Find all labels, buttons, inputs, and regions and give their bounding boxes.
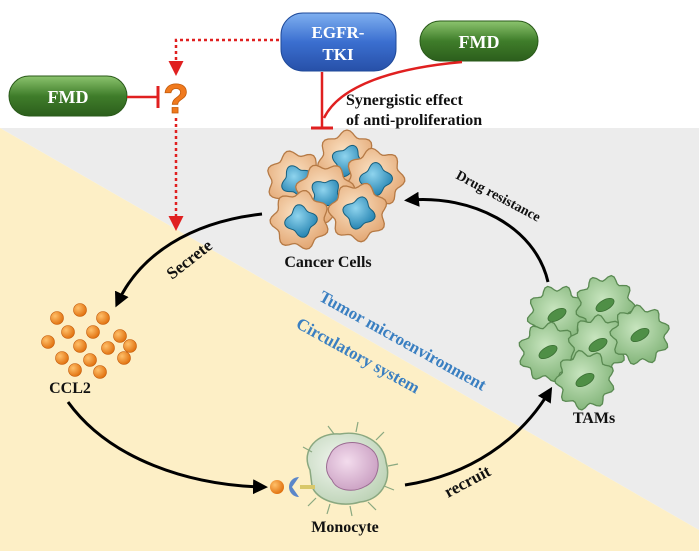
- monocyte-label: Monocyte: [311, 519, 379, 536]
- inhibition-lines: [127, 38, 463, 231]
- synergistic-effect-line1: Synergistic effect: [346, 92, 464, 109]
- cancer-cells-cluster: [267, 129, 406, 250]
- ccl2-molecule: [83, 353, 97, 367]
- cancer-cell: [327, 182, 388, 243]
- ccl2-molecule: [123, 339, 137, 353]
- egfr-tki-label-line1: EGFR-: [312, 23, 365, 42]
- ccl2-molecule: [117, 351, 131, 365]
- monocyte-cell: [302, 421, 399, 517]
- ccl2-molecule: [86, 325, 100, 339]
- ccl2-molecule: [55, 351, 69, 365]
- secrete-arrow: [115, 212, 263, 308]
- drug-resistance-arrow: [404, 191, 550, 283]
- fmd-top-pill: FMD: [419, 20, 539, 62]
- dotted-egfr-to-question-arrow: [168, 38, 279, 76]
- ccl2-molecule: [96, 311, 110, 325]
- fmd-left-pill: FMD: [8, 75, 128, 117]
- ccr2-receptor-icon: [289, 477, 299, 497]
- circulatory-region: [0, 128, 699, 551]
- egfr-tki-label-line2: TKI: [322, 45, 354, 64]
- ccl2-molecule: [101, 341, 115, 355]
- ccl2-molecule: [93, 365, 107, 379]
- ccl2-molecule: [50, 311, 64, 325]
- ccl2-molecule: [68, 363, 82, 377]
- tam-cell: [554, 349, 615, 411]
- ccl2-ligand-icon: [270, 480, 284, 494]
- tam-cell: [609, 304, 670, 366]
- fmd-left-label: FMD: [48, 87, 89, 107]
- ccl2-molecule: [73, 339, 87, 353]
- recruit-arrow: [404, 386, 553, 487]
- ccl2-molecule: [73, 303, 87, 317]
- fmd-top-curve-line: [322, 60, 463, 119]
- cancer-cells-label: Cancer Cells: [284, 254, 371, 271]
- fmd-top-label: FMD: [459, 32, 500, 52]
- ccl2-molecule: [41, 335, 55, 349]
- ccl2-molecules: [41, 303, 137, 379]
- ccl2-molecule: [113, 329, 127, 343]
- ccl2-molecule: [61, 325, 75, 339]
- synergistic-effect-line2: of anti-proliferation: [346, 112, 482, 129]
- ccl2-to-monocyte-arrow: [66, 401, 268, 495]
- tams-label: TAMs: [573, 410, 615, 427]
- unknown-mechanism-mark: ?: [163, 75, 189, 122]
- ccl2-label: CCL2: [49, 380, 91, 397]
- egfr-tki-pill: EGFR- TKI: [280, 12, 397, 72]
- cancer-cell: [269, 189, 329, 250]
- tams-cluster: [518, 274, 670, 411]
